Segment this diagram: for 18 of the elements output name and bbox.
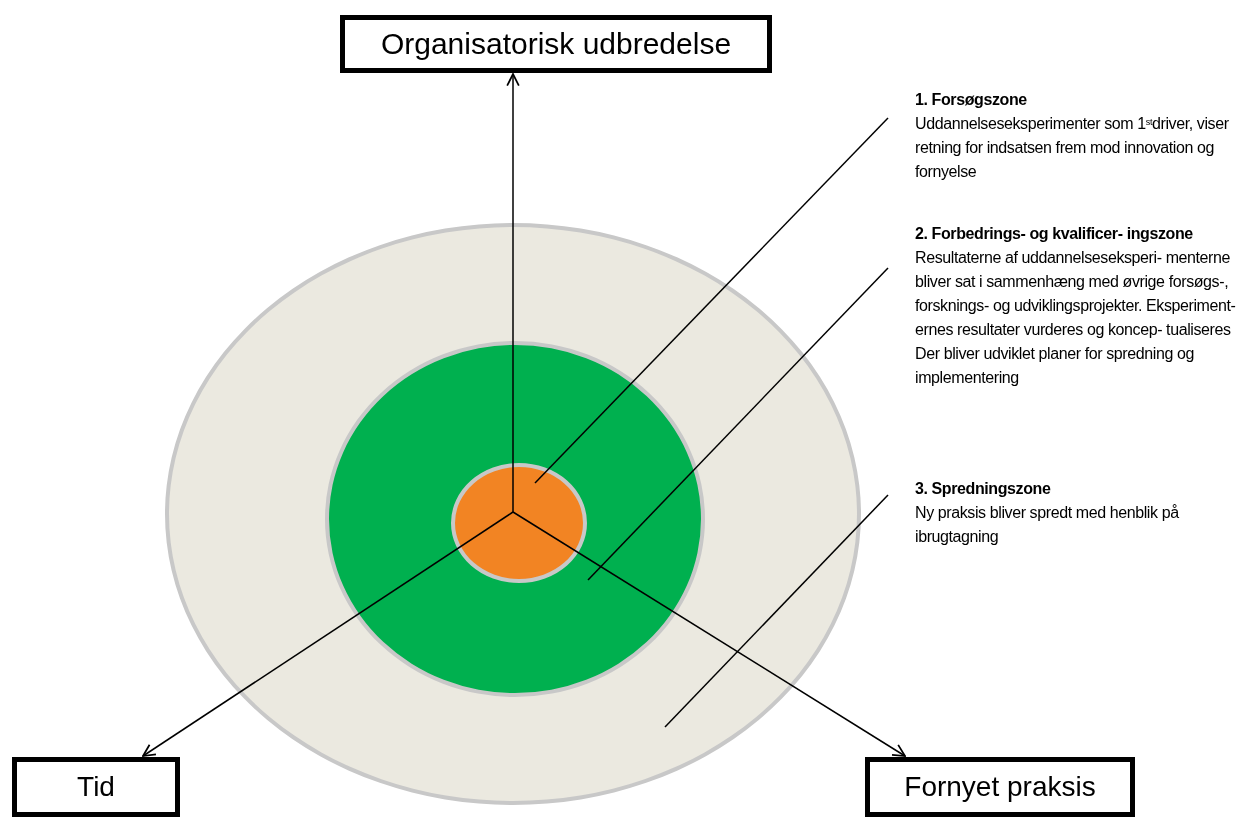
zone-description: Ny praksis bliver spredt med henblik på ibrugtagning [915, 503, 1180, 547]
zone-description: Resultaterne af uddannelseseksperi- menterne bliver sat i sammenhæng med øvrige forsøgs-, forsknings- og udviklingsprojekter. Eksperiment- ernes resultater vurderes og koncep- tualiseres Der bliver udviklet planer for spredning og implementering [915, 248, 1237, 388]
arrow [512, 511, 906, 757]
axis-label-box [340, 15, 772, 73]
leader-line [587, 267, 889, 581]
zone-heading: 1. Forsøgszone [915, 90, 1028, 110]
axis-label: Tid [77, 773, 115, 801]
axis-label-box [865, 757, 1135, 817]
zone-heading: 2. Forbedrings- og kvalificer- ingszone [915, 224, 1194, 244]
zone-heading: 3. Spredningszone [915, 479, 1052, 499]
axis-label: Fornyet praksis [904, 773, 1096, 801]
axis-label: Organisatorisk udbredelse [380, 29, 732, 59]
zone-description: Uddannelseseksperimenter som 1$^{st}$driver, viser retning for indsatsen frem mod innovation og fornyelse [915, 114, 1230, 182]
leader-line [664, 494, 889, 728]
arrow [506, 73, 520, 513]
axis-label-box [12, 757, 180, 817]
leader-line [534, 117, 889, 484]
arrow [142, 511, 514, 757]
